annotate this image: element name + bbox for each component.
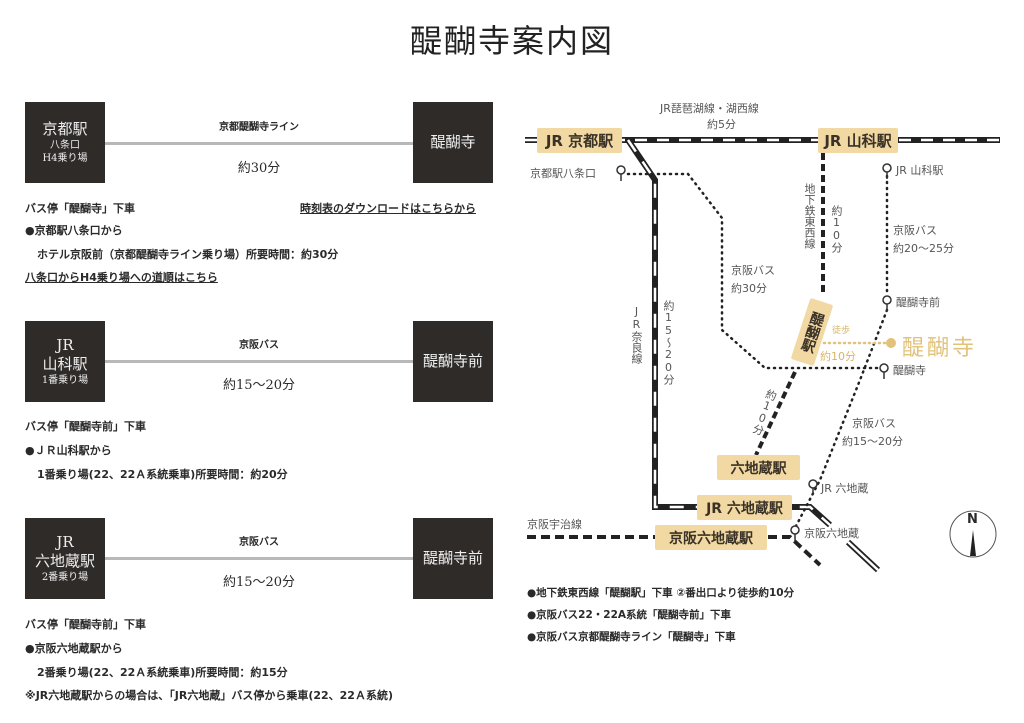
route-line xyxy=(105,142,413,145)
label-biwako-time: 約5分 xyxy=(707,118,736,131)
bus-stop-text: バス停「醍醐寺前」下車 xyxy=(25,618,146,631)
label-walk-time: 約10分 xyxy=(820,350,856,363)
route-note: ※JR六地蔵駅からの場合は、「JR六地蔵」バス停から乗車(22、22Ａ系統) xyxy=(25,689,393,702)
bus-stop-jr-rokujizo: JR 六地蔵 xyxy=(821,482,869,495)
route-detail: ●京阪六地蔵駅から xyxy=(25,642,123,655)
origin-platform: 2番乗り場 xyxy=(41,572,89,583)
route-detail: 1番乗り場(22、22Ａ系統乗車)所要時間：約20分 xyxy=(37,468,288,481)
label-subway: 地下鉄東西線 xyxy=(803,183,816,249)
keihan-uji-line xyxy=(527,535,822,567)
route-detail: 2番乗り場(22、22Ａ系統乗車)所要時間：約15分 xyxy=(37,666,288,679)
compass-north-label: N xyxy=(967,512,978,527)
directions-link[interactable]: 八条口からH4乗り場への道順はこちら xyxy=(25,271,218,284)
bus-routes xyxy=(626,172,889,530)
label-bus-rokujizo: 京阪バス xyxy=(852,417,896,430)
bus-stop-text: バス停「醍醐寺」下車 xyxy=(25,202,135,215)
label-bus-yamashina-time: 約20〜25分 xyxy=(893,242,954,255)
label-nara-line: JR奈良線 xyxy=(630,305,643,364)
origin-name: 六地蔵駅 xyxy=(34,552,95,570)
station-keihan-rokujizo: 京阪六地蔵駅 xyxy=(655,525,767,550)
bus-stop-daigoji: 醍醐寺 xyxy=(893,364,926,377)
route-line xyxy=(105,557,413,560)
route-name: 京阪バス xyxy=(239,340,279,351)
route-name: 京都醍醐寺ライン xyxy=(219,122,299,133)
bus-stop-daigojimae: 醍醐寺前 xyxy=(896,296,940,309)
bus-stop-keihan-rokujizo: 京阪六地蔵 xyxy=(804,527,859,540)
subway-tozai-line xyxy=(754,153,825,456)
destination-box: 醍醐寺前 xyxy=(413,518,493,599)
label-bus-yamashina: 京阪バス xyxy=(893,224,937,237)
route-detail: ホテル京阪前（京都醍醐寺ライン乗り場）所要時間：約30分 xyxy=(37,248,339,261)
route-name: 京阪バス xyxy=(239,537,279,548)
destination-name: 醍醐寺 xyxy=(430,133,476,151)
origin-box-yamashina: JR 山科駅 1番乗り場 xyxy=(25,321,105,402)
label-nara-time: 約15〜20分 xyxy=(662,300,675,385)
bus-stop-icons xyxy=(616,163,892,541)
destination-box: 醍醐寺前 xyxy=(413,321,493,402)
route-detail: ●ＪＲ山科駅から xyxy=(25,444,112,457)
daigoji-temple-label: 醍醐寺 xyxy=(902,336,978,361)
page-title: 醍醐寺案内図 xyxy=(409,22,614,60)
label-uji-line: 京阪宇治線 xyxy=(527,518,582,531)
origin-name: JR xyxy=(56,533,74,551)
station-jr-yamashina: JR 山科駅 xyxy=(818,128,898,153)
origin-sub: 八条口 xyxy=(50,140,80,151)
route-detail: ●京都駅八条口から xyxy=(25,224,123,237)
route-line xyxy=(105,360,413,363)
bus-stop-hachijo: 京都駅八条口 xyxy=(530,167,596,180)
destination-name: 醍醐寺前 xyxy=(422,352,483,370)
label-bus-rokujizo-time: 約15〜20分 xyxy=(842,435,903,448)
bus-stop-text: バス停「醍醐寺前」下車 xyxy=(25,420,146,433)
route-time: 約15〜20分 xyxy=(222,378,296,393)
station-jr-rokujizo: JR 六地蔵駅 xyxy=(697,495,792,520)
station-jr-kyoto: JR 京都駅 xyxy=(537,128,622,153)
station-rokujizo: 六地蔵駅 xyxy=(717,455,800,480)
origin-platform: H4乗り場 xyxy=(42,153,88,164)
walking-route xyxy=(822,338,896,348)
route-time: 約15〜20分 xyxy=(222,575,296,590)
label-bus-kyoto: 京阪バス xyxy=(731,264,775,277)
destination-name: 醍醐寺前 xyxy=(422,549,483,567)
origin-name: 山科駅 xyxy=(42,355,88,373)
compass-icon xyxy=(949,510,997,558)
origin-name: 京都駅 xyxy=(42,120,88,138)
bus-stop-jr-yamashina: JR 山科駅 xyxy=(896,164,944,177)
origin-name: JR xyxy=(56,336,74,354)
label-bus-kyoto-time: 約30分 xyxy=(731,282,767,295)
map-note: ●地下鉄東西線「醍醐駅」下車 ②番出口より徒歩約10分 xyxy=(527,587,795,599)
origin-platform: 1番乗り場 xyxy=(41,375,89,386)
timetable-download-link[interactable]: 時刻表のダウンロードはこちらから xyxy=(300,202,476,215)
map-note: ●京阪バス22・22A系統「醍醐寺前」下車 xyxy=(527,609,732,621)
origin-box-rokujizo: JR 六地蔵駅 2番乗り場 xyxy=(25,518,105,599)
jr-nara-line xyxy=(625,138,881,573)
map-note: ●京阪バス京都醍醐寺ライン「醍醐寺」下車 xyxy=(527,631,736,643)
label-biwako-line: JR琵琶湖線・湖西線 xyxy=(660,102,759,115)
label-walk: 徒歩 xyxy=(832,326,851,336)
origin-box-kyoto: 京都駅 八条口 H4乗り場 xyxy=(25,102,105,183)
destination-box: 醍醐寺 xyxy=(413,102,493,183)
route-time: 約30分 xyxy=(237,161,281,176)
label-subway-time: 約10分 xyxy=(830,205,843,253)
